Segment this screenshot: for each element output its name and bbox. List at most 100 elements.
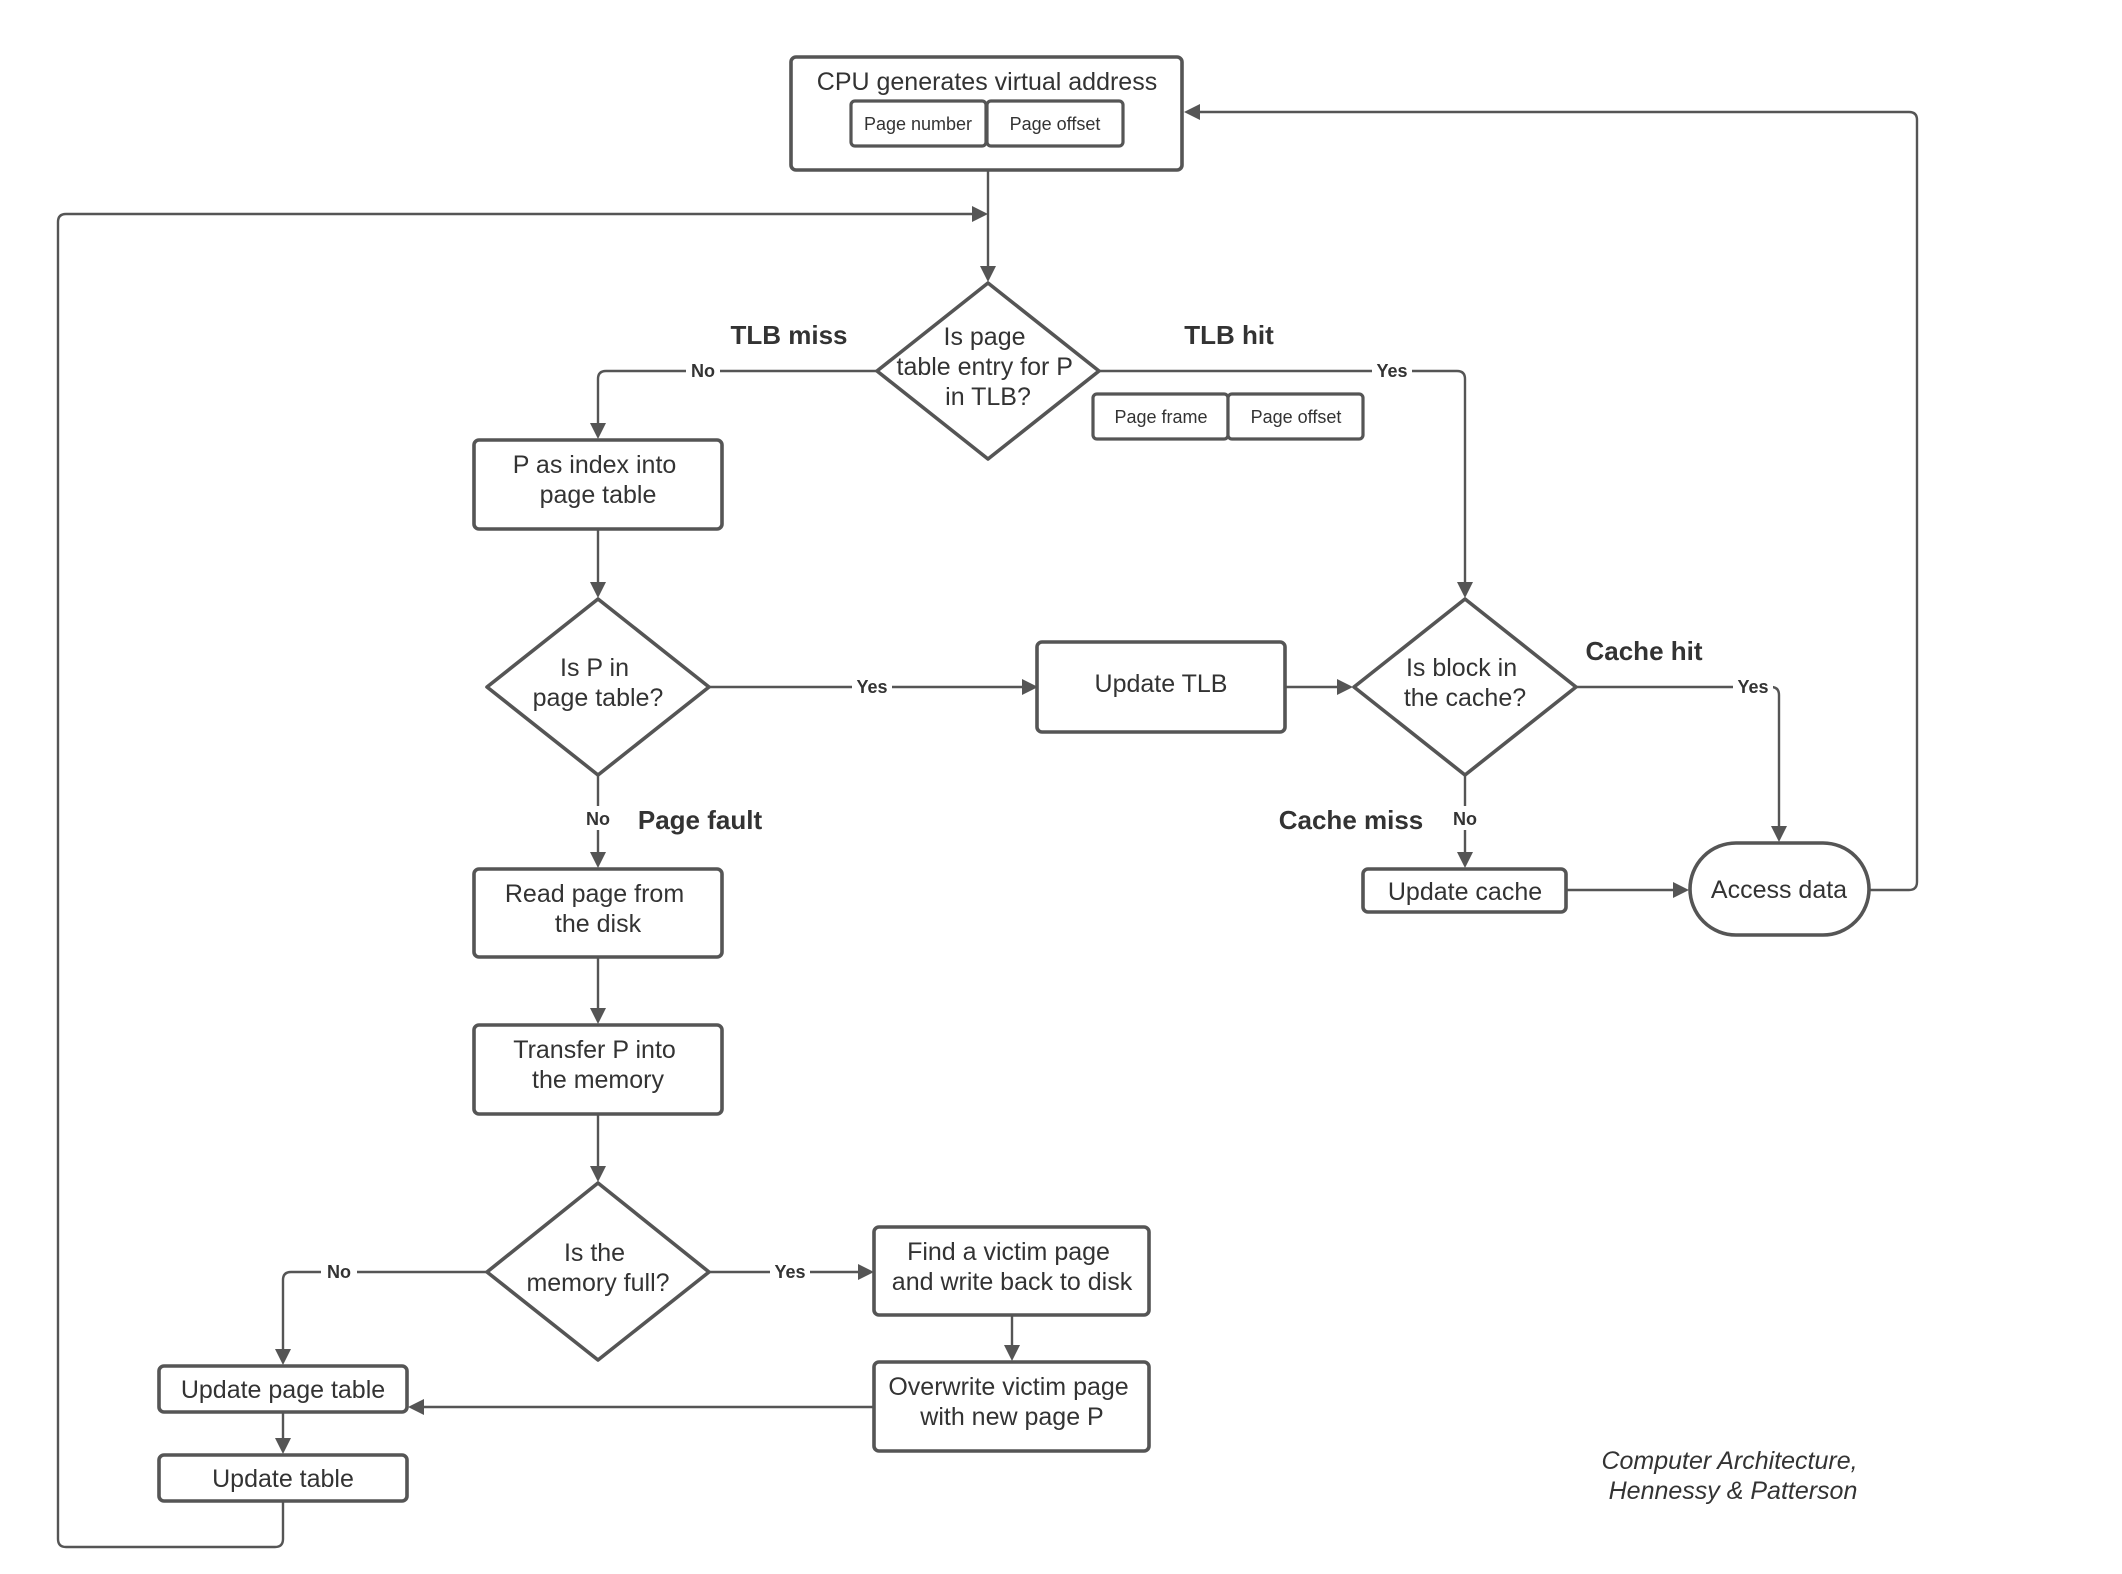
credit-line: Computer Architecture, [1601, 1447, 1857, 1475]
label-bg [770, 1259, 810, 1283]
annotation-page-fault: Page fault [638, 805, 763, 835]
label-bg [321, 1259, 357, 1283]
label-bg [1372, 358, 1412, 382]
node-update-table: Update table [157, 1453, 409, 1503]
text-line: in TLB? [945, 383, 1031, 411]
node-cpu-title: CPU generates virtual address [817, 68, 1157, 96]
field-page-frame-label: Page frame [1114, 407, 1207, 427]
node-overwrite: Overwrite victim page with new page P [872, 1360, 1151, 1453]
text-line: table entry for P [897, 353, 1073, 381]
text-line: Is page [944, 323, 1026, 351]
arrowhead [590, 852, 606, 868]
node-mem-full: Is the memory full? [485, 1181, 711, 1362]
field-page-offset-2-label: Page offset [1251, 407, 1342, 427]
text-line: Is block in [1406, 654, 1517, 682]
node-update-tlb-text: Update TLB [1095, 670, 1228, 698]
label-bg [852, 674, 892, 698]
node-mem-full-text: Is the memory full? [526, 1239, 669, 1297]
edge-label-tlb-no: No [691, 361, 715, 381]
node-update-cache-text: Update cache [1388, 878, 1542, 906]
edge-label-cache-no: No [1453, 809, 1477, 829]
arrowhead [1457, 582, 1473, 598]
node-index-text: P as index into page table [513, 451, 684, 509]
arrowhead [1022, 679, 1038, 695]
node-update-tlb: Update TLB [1035, 640, 1287, 734]
arrowhead [590, 1008, 606, 1024]
annotation-tlb-miss: TLB miss [730, 320, 847, 350]
text-line: page table [540, 481, 657, 509]
text-line: Is the [564, 1239, 625, 1267]
edge-cache-yes [1576, 685, 1781, 826]
edge-mem-no [281, 1270, 487, 1349]
arrowhead [590, 423, 606, 439]
field-page-offset [985, 99, 1125, 148]
node-cache-check-text: Is block in the cache? [1404, 654, 1526, 712]
arrowhead [1673, 882, 1689, 898]
credit-text: Computer Architecture, Hennessy & Patter… [1601, 1447, 1864, 1505]
node-transfer: Transfer P into the memory [472, 1023, 724, 1116]
node-cpu: CPU generates virtual address Page numbe… [789, 55, 1184, 172]
text-line: Transfer P into [513, 1036, 676, 1064]
annotation-tlb-hit: TLB hit [1184, 320, 1274, 350]
label-bg [580, 806, 616, 830]
field-page-offset-2 [1226, 392, 1365, 441]
edge-tlb-no [596, 369, 877, 423]
arrowhead [590, 582, 606, 598]
node-overwrite-text: Overwrite victim page with new page P [888, 1373, 1135, 1431]
edge-label-pt-no: No [586, 809, 610, 829]
text-line: the cache? [1404, 684, 1526, 712]
arrowhead [972, 206, 988, 222]
label-bg [1447, 806, 1483, 830]
field-page-offset-label: Page offset [1010, 114, 1101, 134]
arrowhead [980, 266, 996, 282]
edge-label-mem-no: No [327, 1262, 351, 1282]
node-tlb-check-text: Is page table entry for P in TLB? [897, 323, 1080, 411]
arrowhead [1337, 679, 1353, 695]
annotation-cache-miss: Cache miss [1279, 805, 1424, 835]
arrowhead [1004, 1345, 1020, 1361]
text-line: and write back to disk [892, 1268, 1133, 1296]
node-cache-check: Is block in the cache? [1352, 597, 1578, 777]
edge-label-tlb-yes: Yes [1376, 361, 1407, 381]
arrowhead [275, 1349, 291, 1365]
node-update-table-text: Update table [212, 1465, 354, 1493]
node-victim-text: Find a victim page and write back to dis… [892, 1238, 1133, 1296]
text-line: the disk [555, 910, 642, 938]
text-line: page table? [533, 684, 664, 712]
node-index: P as index into page table [472, 438, 724, 531]
text-line: memory full? [526, 1269, 669, 1297]
label-bg [1733, 674, 1773, 698]
text-line: Is P in [560, 654, 629, 682]
arrowhead [1184, 104, 1200, 120]
arrowhead [590, 1166, 606, 1182]
node-tlb-frame-fields: Page frame Page offset [1091, 392, 1365, 441]
node-update-page-table-text: Update page table [181, 1376, 385, 1404]
text-line: P as index into [513, 451, 677, 479]
node-tlb-check: Is page table entry for P in TLB? [875, 281, 1101, 461]
edge-label-mem-yes: Yes [774, 1262, 805, 1282]
node-access-data: Access data [1688, 841, 1871, 937]
node-pt-check-text: Is P in page table? [533, 654, 664, 712]
arrowhead [408, 1399, 424, 1415]
text-line: the memory [532, 1066, 664, 1094]
node-update-cache: Update cache [1361, 867, 1568, 914]
edge-tlb-yes [1099, 369, 1467, 582]
credit-line: Hennessy & Patterson [1609, 1477, 1858, 1505]
field-page-number-label: Page number [864, 114, 972, 134]
edge-labels: No Yes Yes No Yes No No Yes [321, 358, 1773, 1283]
text-line: with new page P [919, 1403, 1103, 1431]
text-line: Overwrite victim page [888, 1373, 1128, 1401]
text-line: Find a victim page [907, 1238, 1110, 1266]
node-access-data-text: Access data [1711, 876, 1847, 904]
label-bg [686, 358, 720, 382]
node-read-disk: Read page from the disk [472, 867, 724, 959]
edge-label-pt-yes: Yes [856, 677, 887, 697]
node-pt-check: Is P in page table? [485, 597, 711, 777]
arrowhead [858, 1264, 874, 1280]
arrowhead [1457, 852, 1473, 868]
edge-access-to-cpu [1200, 110, 1919, 892]
text-line: Read page from [505, 880, 684, 908]
node-transfer-text: Transfer P into the memory [513, 1036, 683, 1094]
